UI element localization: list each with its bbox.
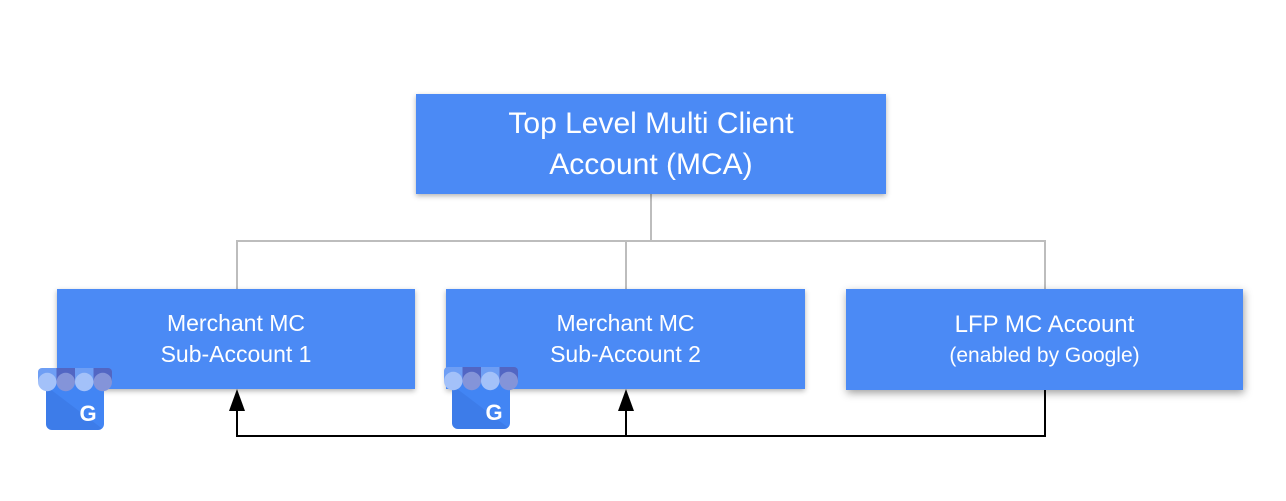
- connector-tree-bus: [236, 240, 1046, 242]
- gmb-g-letter: G: [485, 400, 502, 425]
- google-my-business-icon: G: [38, 368, 112, 430]
- node-label-line2: (enabled by Google): [949, 344, 1140, 367]
- connector-drop-sub2: [625, 241, 627, 289]
- node-label-line2: Sub-Account 2: [550, 341, 701, 367]
- node-label-line1: Merchant MC: [166, 310, 306, 336]
- node-label-line2: Sub-Account 1: [160, 341, 312, 367]
- node-label-line1: LFP MC Account: [954, 311, 1135, 338]
- arrow-line-feed-bus: [236, 435, 1046, 437]
- arrow-line-to-sub1: [236, 408, 238, 437]
- arrow-line-to-sub2: [625, 408, 627, 437]
- connector-mca-stem: [650, 194, 652, 241]
- connector-drop-sub1: [236, 241, 238, 289]
- connector-drop-lfp: [1044, 241, 1046, 289]
- node-label-line1: Top Level Multi Client: [508, 107, 794, 140]
- node-label-line1: Merchant MC: [556, 310, 695, 336]
- gmb-g-letter: G: [79, 401, 96, 426]
- arrowhead-up-sub2-icon: [618, 389, 634, 411]
- node-top-level-mca: Top Level Multi Client Account (MCA): [416, 94, 886, 194]
- arrow-line-lfp-down: [1044, 389, 1046, 437]
- google-my-business-icon: G: [444, 367, 518, 429]
- node-label-line2: Account (MCA): [549, 148, 753, 181]
- arrowhead-up-sub1-icon: [229, 389, 245, 411]
- node-lfp-mc-account: LFP MC Account (enabled by Google): [846, 289, 1243, 390]
- node-merchant-sub-account-1: Merchant MC Sub-Account 1: [57, 289, 415, 389]
